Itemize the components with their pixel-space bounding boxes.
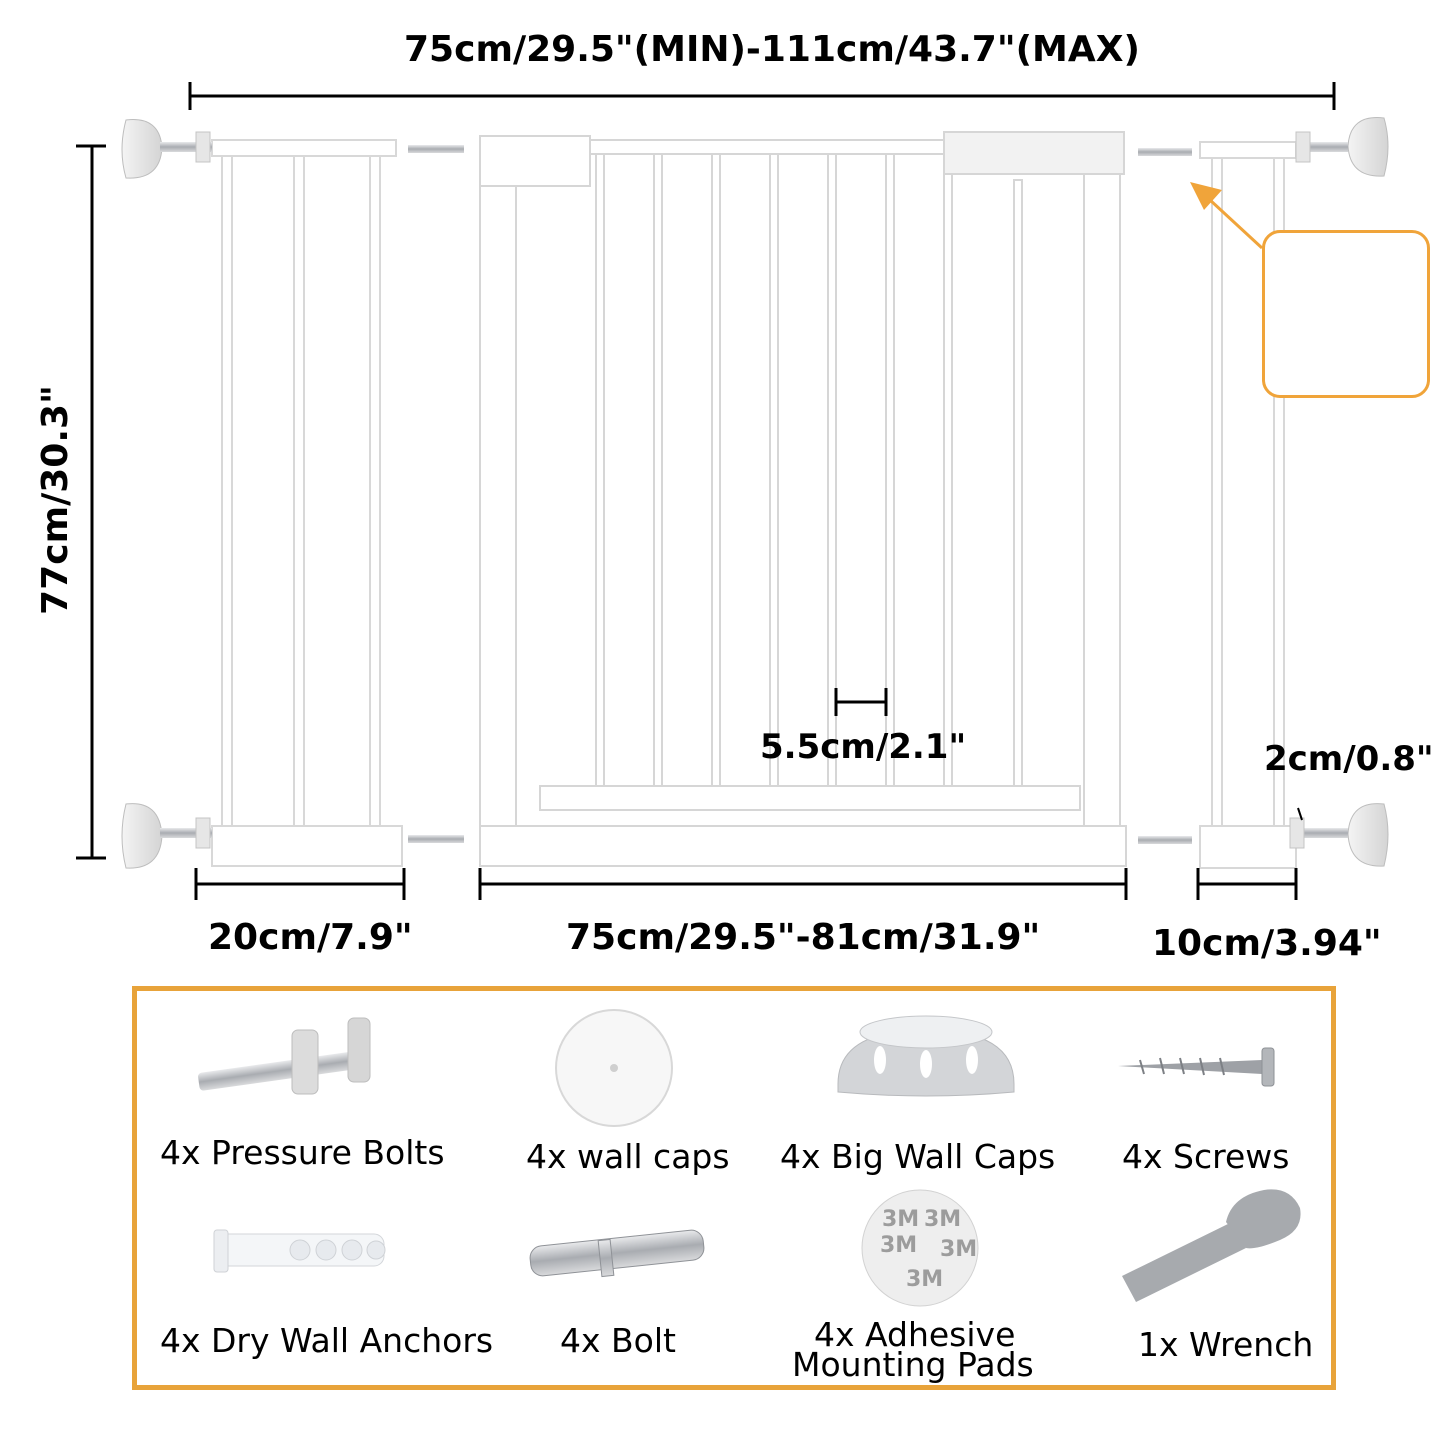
- right-extension: [1199, 141, 1297, 869]
- left-extension-label: 20cm/7.9": [208, 917, 413, 958]
- pad-text: 3M: [906, 1267, 943, 1292]
- part-label-screws: 4x Screws: [1122, 1137, 1290, 1176]
- wall-cap-icon: [555, 1009, 673, 1127]
- main-gate: [479, 131, 1127, 867]
- connector-pins: [408, 145, 1192, 844]
- bolt-gap-label: 2cm/0.8": [1264, 739, 1434, 779]
- pad-text: 3M: [940, 1237, 977, 1262]
- part-label-wall-caps: 4x wall caps: [526, 1137, 730, 1176]
- right-extension-label: 10cm/3.94": [1152, 923, 1382, 964]
- pad-text: 3M: [924, 1207, 961, 1232]
- bolt-callout-box: [1262, 230, 1430, 398]
- big-wall-cap-icon: [837, 1015, 1015, 1097]
- part-label-adhesive-line2: Mounting Pads: [792, 1345, 1034, 1384]
- dimension-lines: [76, 82, 1336, 900]
- part-label-pressure-bolts: 4x Pressure Bolts: [160, 1133, 445, 1172]
- main-gate-label: 75cm/29.5"-81cm/31.9": [566, 917, 1041, 958]
- left-extension: [211, 139, 403, 867]
- wrench-icon: [1122, 1189, 1301, 1302]
- adhesive-pad-icon: 3M 3M 3M 3M 3M: [861, 1189, 979, 1307]
- part-label-wrench: 1x Wrench: [1138, 1325, 1314, 1364]
- callout-arrow: [1190, 182, 1264, 250]
- total-width-label: 75cm/29.5"(MIN)-111cm/43.7"(MAX): [404, 29, 1140, 70]
- pressure-bolt-icon: [198, 1017, 371, 1095]
- pad-text: 3M: [882, 1207, 919, 1232]
- dry-wall-anchor-icon: [213, 1229, 386, 1273]
- included-parts-box: [132, 986, 1336, 1390]
- part-label-big-wall-caps: 4x Big Wall Caps: [780, 1137, 1056, 1176]
- bolt-icon: [529, 1229, 705, 1278]
- wall-caps: [121, 117, 1389, 869]
- pad-text: 3M: [880, 1233, 917, 1258]
- part-label-bolt: 4x Bolt: [560, 1321, 676, 1360]
- screw-icon: [1118, 1047, 1275, 1087]
- part-label-adhesive-line1: 4x Adhesive: [814, 1315, 1016, 1354]
- bar-spacing-label: 5.5cm/2.1": [760, 727, 967, 767]
- part-label-dry-wall-anchors: 4x Dry Wall Anchors: [160, 1321, 494, 1360]
